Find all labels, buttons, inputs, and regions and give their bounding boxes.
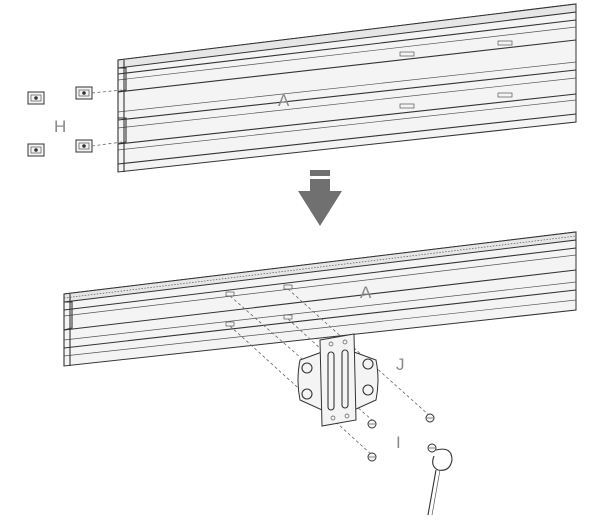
- bottom-rail: A: [63, 231, 577, 367]
- rail-label-top: A: [278, 91, 290, 110]
- screw: [367, 452, 377, 462]
- tool-label: I: [396, 433, 401, 452]
- rail-label-bottom: A: [360, 283, 372, 302]
- down-arrow-icon: [298, 170, 342, 226]
- screw: [367, 419, 377, 429]
- nut: [75, 86, 93, 100]
- hex-key-icon: I: [396, 433, 453, 516]
- nut-label: H: [54, 117, 66, 136]
- screw: [425, 413, 435, 423]
- top-rail: A: [117, 3, 577, 173]
- nut: [75, 139, 93, 153]
- mounting-bracket: J: [297, 333, 405, 427]
- bracket-label: J: [396, 355, 405, 374]
- screw: [427, 443, 437, 453]
- nut: [27, 91, 45, 105]
- slide-nuts: H: [27, 86, 123, 157]
- screws: [367, 413, 437, 462]
- nut: [27, 143, 45, 157]
